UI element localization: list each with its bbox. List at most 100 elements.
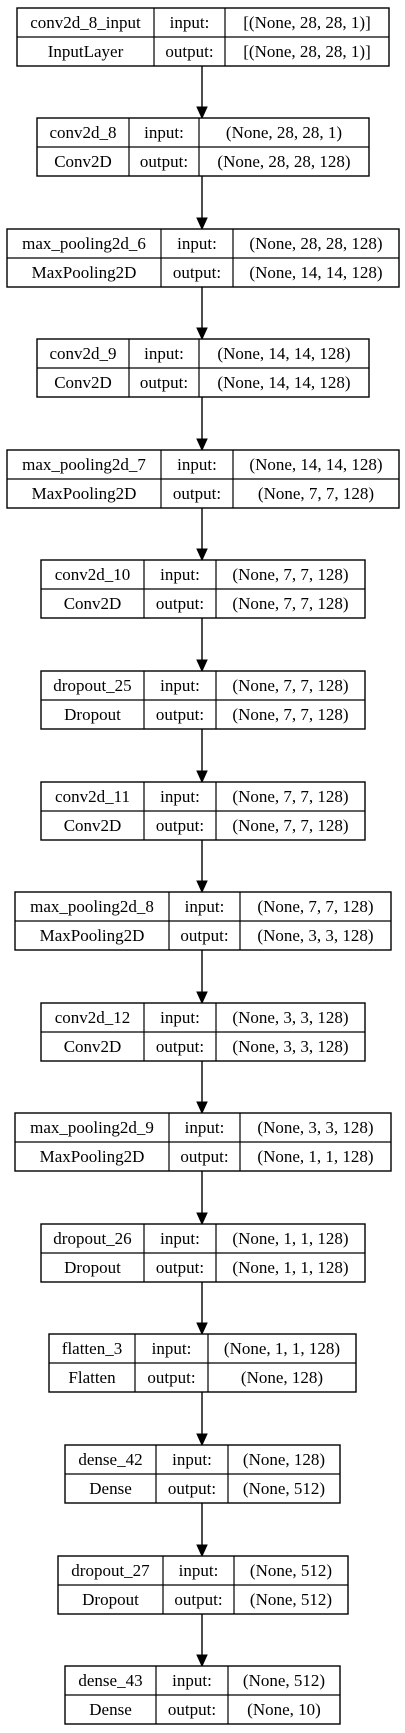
flow-arrow [196,950,208,1005]
input-label: input: [185,897,225,916]
arrow-head-icon [196,1322,208,1336]
output-shape: (None, 512) [250,1590,332,1609]
input-label: input: [185,1118,225,1137]
layer-name: dense_43 [78,1671,142,1690]
output-label: output: [140,152,188,171]
layer-type: Dense [89,1700,131,1719]
flow-arrow [196,176,208,231]
layer-name: dense_42 [78,1450,142,1469]
output-shape: (None, 14, 14, 128) [217,373,350,392]
output-shape: (None, 3, 3, 128) [232,1037,348,1056]
layer-type: Conv2D [64,594,122,613]
layer-node-max_pooling2d_9: max_pooling2d_9MaxPooling2Dinput:output:… [14,1112,392,1172]
arrow-head-icon [196,327,208,341]
layer-name: max_pooling2d_6 [22,234,146,253]
input-shape: (None, 28, 28, 128) [249,234,382,253]
flow-arrow [196,1282,208,1336]
layer-name: max_pooling2d_8 [30,897,154,916]
layer-type: Conv2D [54,373,112,392]
flow-arrow [196,66,208,120]
output-shape: (None, 7, 7, 128) [232,705,348,724]
flow-arrow [196,508,208,562]
output-label: output: [173,263,221,282]
layer-type: Dropout [82,1590,139,1609]
input-shape: (None, 1, 1, 128) [224,1339,340,1358]
arrow-head-icon [196,991,208,1005]
output-shape: (None, 512) [243,1479,325,1498]
arrow-head-icon [196,659,208,673]
flow-arrow [196,1171,208,1226]
output-shape: (None, 1, 1, 128) [232,1258,348,1277]
layer-name: dropout_25 [53,676,131,695]
flow-arrow [196,397,208,452]
output-shape: (None, 7, 7, 128) [232,594,348,613]
output-label: output: [174,1590,222,1609]
flow-arrow [196,287,208,341]
arrow-head-icon [196,1544,208,1558]
input-label: input: [179,1561,219,1580]
input-label: input: [144,123,184,142]
input-label: input: [170,13,210,32]
input-shape: (None, 7, 7, 128) [232,565,348,584]
flow-arrow [196,1061,208,1115]
layer-type: InputLayer [48,42,124,61]
layer-name: conv2d_9 [49,344,116,363]
output-label: output: [140,373,188,392]
output-shape: (None, 1, 1, 128) [257,1147,373,1166]
layer-name: max_pooling2d_9 [30,1118,154,1137]
output-shape: (None, 28, 28, 128) [217,152,350,171]
input-shape: (None, 14, 14, 128) [217,344,350,363]
input-shape: (None, 512) [243,1671,325,1690]
flow-arrow [196,618,208,673]
input-label: input: [177,455,217,474]
arrow-head-icon [196,1212,208,1226]
arrow-head-icon [196,880,208,894]
flow-arrow [196,1392,208,1447]
output-label: output: [156,594,204,613]
output-shape: (None, 10) [247,1700,321,1719]
arrow-head-icon [196,106,208,120]
output-label: output: [165,42,213,61]
output-shape: (None, 7, 7, 128) [258,484,374,503]
layer-type: MaxPooling2D [32,484,137,503]
input-label: input: [160,787,200,806]
output-shape: (None, 14, 14, 128) [249,263,382,282]
output-label: output: [168,1479,216,1498]
arrow-head-icon [196,438,208,452]
flow-arrow [196,1614,208,1668]
input-shape: (None, 3, 3, 128) [232,1008,348,1027]
output-shape: (None, 3, 3, 128) [257,926,373,945]
layer-type: Flatten [68,1368,116,1387]
layer-type: Dense [89,1479,131,1498]
output-label: output: [156,1037,204,1056]
output-label: output: [180,1147,228,1166]
output-label: output: [173,484,221,503]
layer-node-max_pooling2d_8: max_pooling2d_8MaxPooling2Dinput:output:… [14,891,392,951]
input-shape: (None, 7, 7, 128) [232,676,348,695]
flow-arrow [196,840,208,894]
layer-type: Conv2D [64,1037,122,1056]
layer-type: Conv2D [54,152,112,171]
input-shape: (None, 7, 7, 128) [232,787,348,806]
layer-type: Dropout [64,1258,121,1277]
output-label: output: [168,1700,216,1719]
arrow-head-icon [196,217,208,231]
input-shape: [(None, 28, 28, 1)] [243,13,370,32]
input-label: input: [177,234,217,253]
layer-name: conv2d_11 [55,787,130,806]
input-shape: (None, 14, 14, 128) [249,455,382,474]
layer-name: conv2d_8 [49,123,116,142]
layer-name: max_pooling2d_7 [22,455,146,474]
layer-name: dropout_27 [71,1561,150,1580]
output-shape: [(None, 28, 28, 1)] [243,42,370,61]
flow-arrow [196,1503,208,1558]
layer-name: flatten_3 [62,1339,122,1358]
input-label: input: [160,1008,200,1027]
input-shape: (None, 3, 3, 128) [257,1118,373,1137]
